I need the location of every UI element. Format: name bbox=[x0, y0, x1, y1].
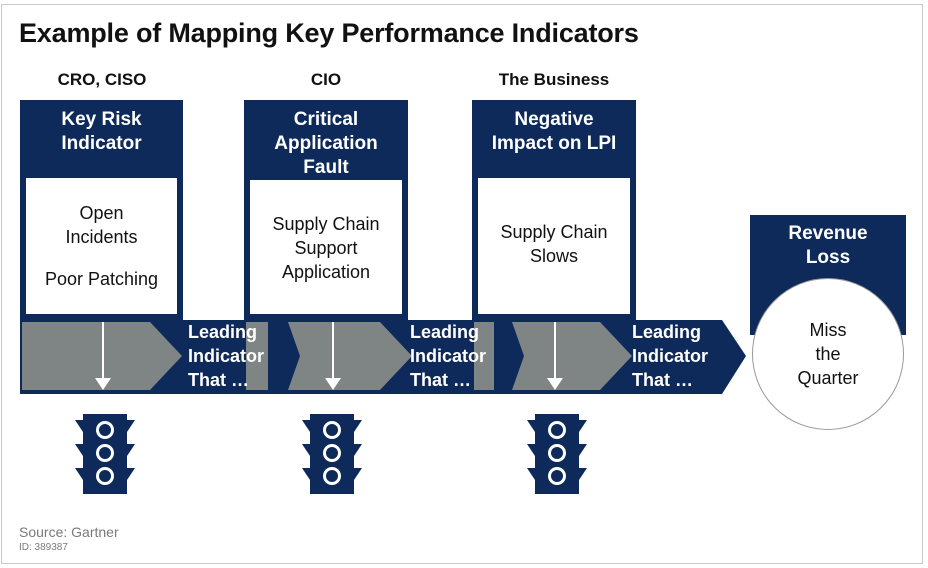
role-label-cio: CIO bbox=[310, 70, 342, 89]
critical-fault-heading: Critical Application Fault bbox=[274, 109, 378, 178]
traffic-light-icon bbox=[75, 414, 135, 494]
kri-body: Open Incidents Poor Patching bbox=[26, 178, 177, 314]
traffic-light-icon bbox=[527, 414, 587, 494]
figure-id: ID: 389387 bbox=[19, 542, 68, 553]
source-note: Source: Gartner bbox=[19, 524, 119, 540]
diagram-title: Example of Mapping Key Performance Indic… bbox=[19, 18, 639, 48]
connector-chevron-2 bbox=[494, 322, 524, 390]
negative-impact-body: Supply Chain Slows bbox=[478, 178, 630, 314]
connector-label-3: Leading Indicator That … bbox=[632, 322, 709, 390]
figure-frame bbox=[1, 4, 923, 564]
connector-label-1: Leading Indicator That … bbox=[188, 322, 265, 390]
down-arrow-icon bbox=[547, 322, 563, 390]
negative-impact-heading: Negative Impact on LPI bbox=[491, 109, 617, 154]
outcome-circle: Miss the Quarter bbox=[752, 278, 904, 430]
down-arrow-icon bbox=[95, 322, 111, 390]
down-arrow-icon bbox=[325, 322, 341, 390]
role-label-business: The Business bbox=[498, 70, 610, 89]
critical-fault-body: Supply Chain Support Application bbox=[250, 180, 402, 314]
kri-heading: Key Risk Indicator bbox=[61, 109, 142, 154]
connector-label-2: Leading Indicator That … bbox=[410, 322, 487, 390]
traffic-light-icon bbox=[302, 414, 362, 494]
role-label-cro-ciso: CRO, CISO bbox=[57, 70, 147, 89]
connector-chevron-1 bbox=[268, 322, 300, 390]
revenue-loss-heading: Revenue Loss bbox=[788, 223, 868, 268]
